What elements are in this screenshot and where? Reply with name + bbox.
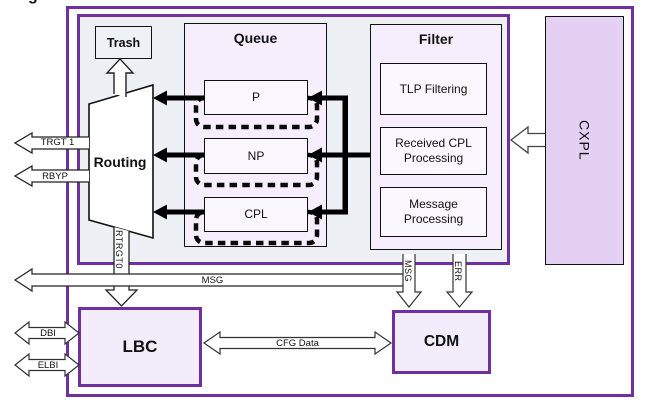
- filter-item-tlp-filtering: TLP Filtering: [380, 63, 487, 115]
- routing-label: Routing: [93, 154, 147, 170]
- elbi-label: ELBI: [37, 360, 59, 371]
- trash-label: Trash: [106, 35, 141, 50]
- queue-title: Queue: [233, 30, 278, 46]
- filter-title: Filter: [418, 31, 454, 47]
- queue-item-p: P: [204, 80, 308, 115]
- cfg-data-label: CFG Data: [276, 338, 319, 349]
- filter-item-message-processing: Message Processing: [380, 187, 487, 237]
- rbyp-label: RBYP: [42, 171, 68, 182]
- lbc-block: LBC: [78, 307, 202, 387]
- queue-item-cpl: CPL: [204, 197, 308, 232]
- trgt1-label: TRGT 1: [40, 137, 75, 148]
- msg-to-cdm-label: MSG: [403, 260, 413, 283]
- cdm-label: CDM: [423, 333, 460, 350]
- cropped-caption-fragment: g: [28, 0, 46, 6]
- cxpl-block: CXPL: [545, 16, 624, 265]
- rtrgt0-label: RTRGT0: [114, 230, 124, 269]
- queue-item-np: NP: [204, 138, 308, 174]
- lbc-label: LBC: [122, 337, 158, 356]
- err-label: ERR: [453, 261, 463, 282]
- cxpl-label: CXPL: [576, 120, 593, 161]
- trash-block: Trash: [95, 26, 152, 59]
- msg-bus-label: MSG: [201, 275, 224, 286]
- filter-item-received-cpl-processing: Received CPL Processing: [380, 127, 487, 175]
- dbi-label: DBI: [40, 328, 56, 339]
- cdm-block: CDM: [392, 310, 491, 374]
